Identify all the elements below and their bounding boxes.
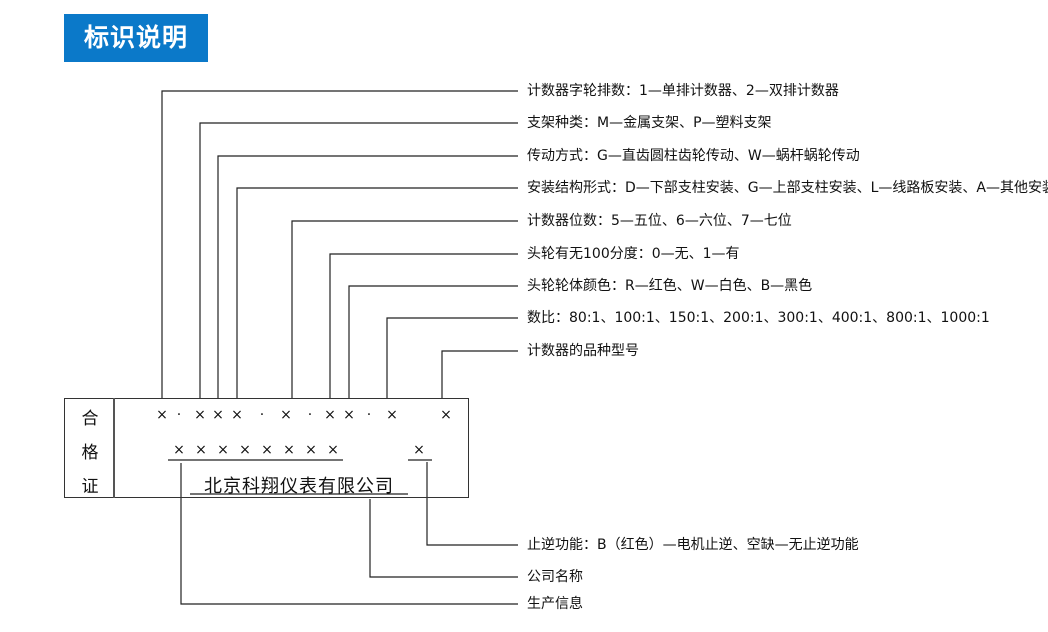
label-bracket-type: 支架种类：M—金属支架、P—塑料支架: [527, 115, 772, 131]
label-ratio: 数比：80:1、100:1、150:1、200:1、300:1、400:1、80…: [527, 310, 990, 326]
production-mark: ×: [305, 442, 317, 458]
label-reverse-stop: 止逆功能：B（红色）—电机止逆、空缺—无止逆功能: [527, 537, 859, 553]
code-mark: ×: [386, 407, 398, 423]
leader-line: [291, 220, 518, 398]
certificate-box: [64, 398, 469, 498]
leader-line: [199, 122, 518, 398]
label-wheel-color: 头轮轮体颜色：R—红色、W—白色、B—黑色: [527, 278, 813, 294]
leader-line: [386, 317, 518, 398]
code-mark: ×: [156, 407, 168, 423]
leader-line: [426, 462, 518, 546]
code-mark: ·: [259, 407, 265, 423]
code-mark: ×: [194, 407, 206, 423]
label-row-count: 计数器字轮排数：1—单排计数器、2—双排计数器: [527, 83, 839, 99]
production-mark: ×: [283, 442, 295, 458]
code-mark: ·: [176, 407, 182, 423]
production-mark: ×: [261, 442, 273, 458]
production-mark: ×: [239, 442, 251, 458]
cert-char: 格: [81, 443, 99, 463]
leader-line: [329, 253, 518, 398]
cert-char: 证: [81, 477, 99, 497]
cert-char: 合: [81, 409, 99, 429]
production-mark: ×: [217, 442, 229, 458]
leader-line: [369, 499, 518, 578]
reverse-mark: ×: [413, 442, 425, 458]
code-mark: ×: [231, 407, 243, 423]
code-mark: ·: [366, 407, 372, 423]
code-mark: ×: [280, 407, 292, 423]
leader-line: [236, 187, 518, 398]
leader-line: [161, 90, 518, 398]
production-mark: ×: [173, 442, 185, 458]
leader-line: [441, 350, 518, 398]
label-model: 计数器的品种型号: [527, 343, 639, 359]
production-mark: ×: [195, 442, 207, 458]
certificate-divider: [113, 398, 115, 498]
leader-line: [180, 463, 518, 605]
code-mark: ×: [212, 407, 224, 423]
label-mount-type: 安装结构形式：D—下部支柱安装、G—上部支柱安装、L—线路板安装、A—其他安装: [527, 180, 1048, 196]
code-mark: ×: [343, 407, 355, 423]
company-name: 北京科翔仪表有限公司: [204, 476, 394, 497]
label-company-name: 公司名称: [527, 569, 583, 585]
label-digits: 计数器位数：5—五位、6—六位、7—七位: [527, 213, 792, 229]
code-mark: ·: [307, 407, 313, 423]
section-title: 标识说明: [64, 14, 208, 62]
production-mark: ×: [327, 442, 339, 458]
code-mark: ×: [440, 407, 452, 423]
label-100-division: 头轮有无100分度：0—无、1—有: [527, 246, 740, 262]
code-mark: ×: [324, 407, 336, 423]
label-production-info: 生产信息: [527, 596, 583, 612]
label-drive-type: 传动方式：G—直齿圆柱齿轮传动、W—蜗杆蜗轮传动: [527, 148, 860, 164]
leader-line: [348, 285, 518, 398]
leader-line: [217, 155, 518, 398]
